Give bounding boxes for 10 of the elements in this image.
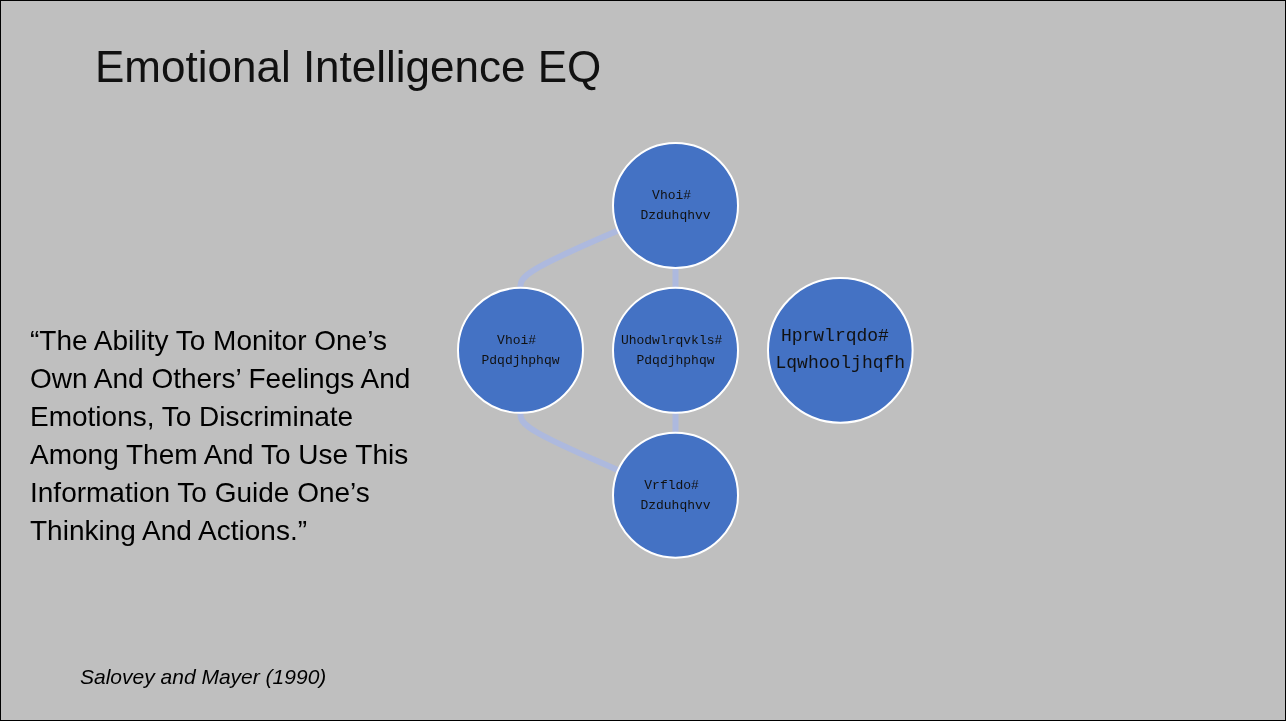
node-circle: Hprwlrqdo# Lqwhooljhqfh	[766, 276, 914, 424]
slide-title: Emotional Intelligence EQ	[95, 41, 603, 93]
connector	[517, 411, 620, 473]
quote-text: “The Ability To Monitor One’s Own And Others’ Feelings And Emotions, To Discriminate Among Them And To Use This Information To Guide One’s Thinking And Actions.”	[30, 324, 412, 548]
node-circle: Uhodwlrqvkls# Pdqdjhphqw	[611, 286, 739, 414]
node-circle: Vhoi# Pdqdjhphqw	[456, 286, 584, 414]
node-circle: Vrfldo# Dzduhqhvv	[611, 431, 739, 559]
citation: Salovey and Mayer (1990)	[80, 665, 327, 689]
node-circle: Vhoi# Dzduhqhvv	[611, 141, 739, 269]
connector	[517, 227, 620, 289]
